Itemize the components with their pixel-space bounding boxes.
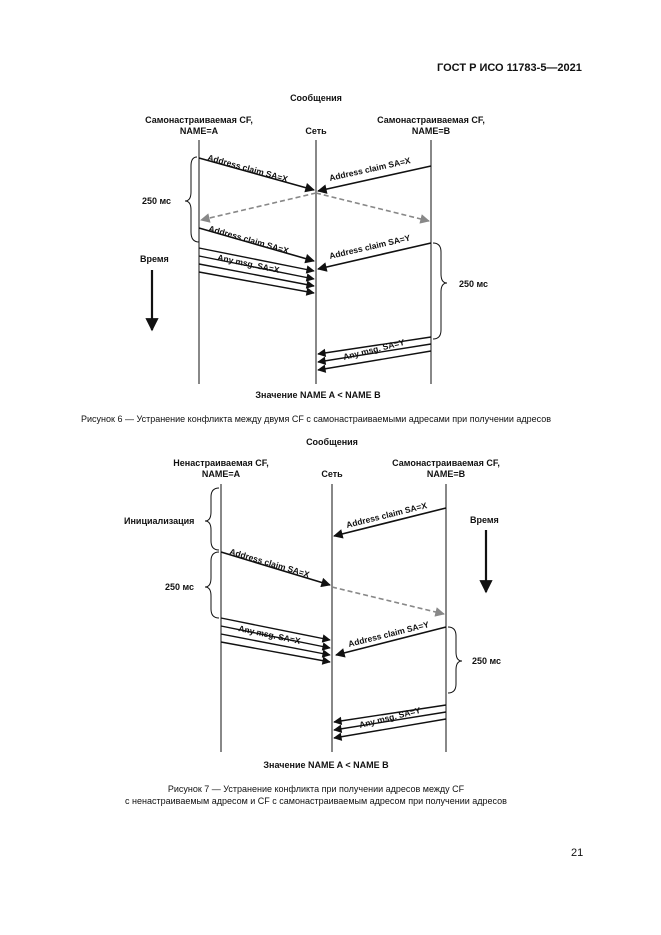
fig6-arrow-claim-b2 bbox=[317, 242, 432, 272]
fig7-note: Значение NAME A < NAME B bbox=[263, 760, 389, 770]
fig6-arrow-any-a3 bbox=[198, 263, 315, 289]
fig7-col-left-line1: Ненастраиваемая CF, bbox=[173, 458, 269, 468]
fig6-arrow-any-a2 bbox=[198, 255, 315, 282]
fig7-col-mid: Сеть bbox=[321, 469, 343, 479]
fig7-arrow-any-a3 bbox=[220, 633, 331, 658]
fig7-bracket-right bbox=[447, 626, 463, 694]
fig7-arrow-any-b2 bbox=[333, 711, 447, 733]
standard-header: ГОСТ Р ИСО 11783-5—2021 bbox=[437, 62, 582, 74]
fig7-col-right-line1: Самонастраиваемая CF, bbox=[392, 458, 500, 468]
fig7-arrow-any-b1 bbox=[333, 704, 447, 726]
fig7-bracket-init bbox=[204, 487, 220, 551]
fig6-time-label: Время bbox=[140, 254, 169, 264]
fig6-messages-title: Сообщения bbox=[290, 93, 342, 103]
fig7-arrow-claim-b bbox=[333, 507, 447, 539]
fig6-col-mid: Сеть bbox=[305, 126, 327, 136]
fig6-arrow-any-b2 bbox=[317, 343, 432, 365]
fig6-caption: Рисунок 6 — Устранение конфликта между д… bbox=[81, 414, 551, 424]
fig6-col-right-line2: NAME=B bbox=[411, 126, 451, 136]
fig7-arrow-dashed-right bbox=[331, 586, 445, 617]
fig6-arrow-any-a4 bbox=[198, 271, 315, 296]
fig7-arrow-any-a1 bbox=[220, 617, 331, 643]
fig7-arrow-any-a4 bbox=[220, 641, 331, 665]
fig6-arrow-claim-b bbox=[317, 165, 432, 194]
fig6-arrow-claim-a2 bbox=[198, 227, 315, 264]
fig6-arrow-any-a1 bbox=[198, 247, 315, 274]
fig6-interval-left: 250 мс bbox=[142, 196, 172, 206]
fig6-interval-right: 250 мс bbox=[459, 279, 489, 289]
fig7-interval-right: 250 мс bbox=[472, 656, 502, 666]
fig6-arrow-any-b3 bbox=[317, 350, 432, 373]
fig6-arrow-claim-a bbox=[198, 157, 315, 193]
fig6-col-right-line1: Самонастраиваемая CF, bbox=[377, 115, 485, 125]
fig6-arrow-dashed-right bbox=[315, 192, 430, 224]
page-number: 21 bbox=[571, 847, 584, 859]
fig7-col-left-line2: NAME=A bbox=[201, 469, 241, 479]
fig7-label-claim-a: Address claim SA=X bbox=[228, 546, 311, 579]
fig6-bracket-right bbox=[432, 242, 448, 340]
fig6-arrow-dashed-left bbox=[200, 192, 317, 223]
fig7-messages-title: Сообщения bbox=[306, 437, 358, 447]
fig7-bracket-left bbox=[204, 551, 220, 619]
fig7-arrow-any-b3 bbox=[333, 718, 447, 741]
fig6-col-left-line1: Самонастраиваемая CF, bbox=[145, 115, 253, 125]
fig6-note: Значение NAME A < NAME B bbox=[255, 390, 381, 400]
fig7-arrow-claim-b2 bbox=[335, 626, 447, 658]
fig7-time-label: Время bbox=[470, 515, 499, 525]
fig7-arrow-any-a2 bbox=[220, 625, 331, 651]
fig7-interval-left: 250 мс bbox=[165, 582, 195, 592]
fig7-col-right-line2: NAME=B bbox=[426, 469, 466, 479]
fig6-arrow-any-b1 bbox=[317, 336, 432, 358]
fig6-bracket-left bbox=[184, 156, 200, 243]
fig7-caption-line2: с ненастраиваемым адресом и CF с самонас… bbox=[125, 796, 507, 806]
fig7-caption-line1: Рисунок 7 — Устранение конфликта при пол… bbox=[167, 784, 465, 794]
fig6-col-left-line2: NAME=A bbox=[179, 126, 219, 136]
fig7-arrow-claim-a bbox=[220, 551, 331, 588]
fig7-init-label: Инициализация bbox=[124, 516, 195, 526]
